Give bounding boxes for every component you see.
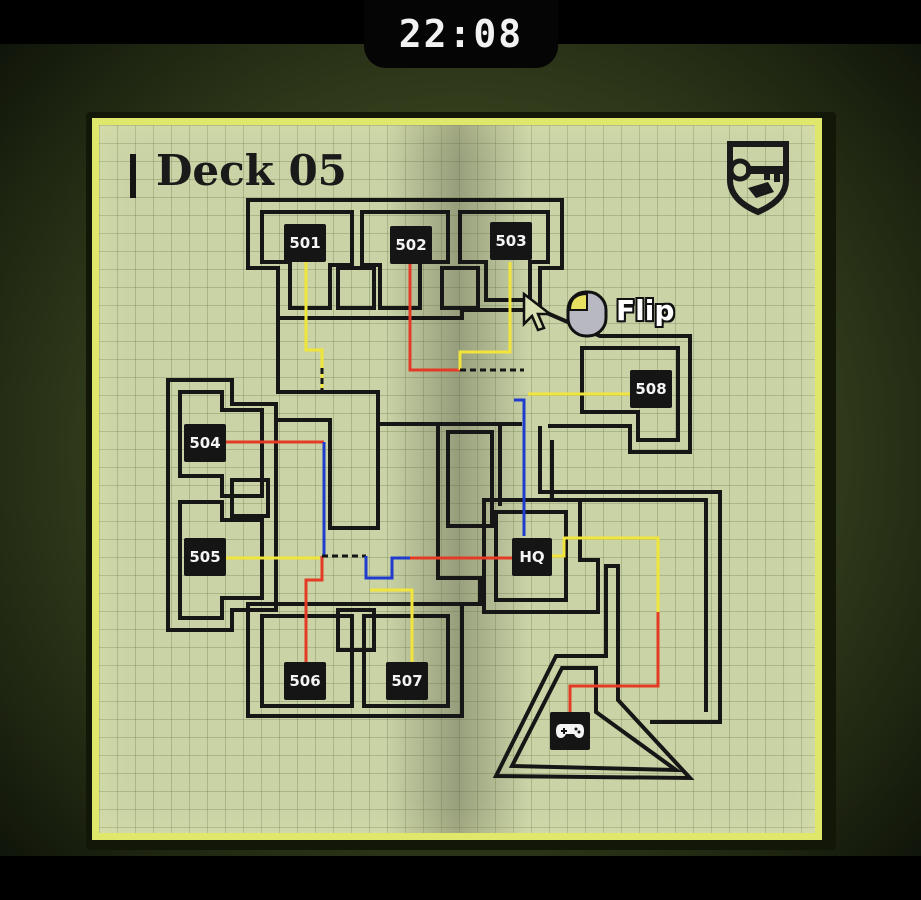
bottom-letterbox (0, 856, 921, 900)
gamepad-icon[interactable] (550, 712, 590, 750)
map-walls (166, 198, 722, 781)
clock-time: 22:08 (398, 12, 524, 56)
mouse-icon (566, 290, 608, 338)
keys-shield-icon (727, 141, 789, 216)
room-507[interactable]: 507 (386, 662, 428, 700)
map-wires (226, 262, 660, 712)
flip-hint-graphic (522, 290, 608, 338)
room-502[interactable]: 502 (390, 226, 432, 264)
flip-action-label: Flip (616, 294, 675, 327)
title-accent-bar (130, 154, 136, 198)
deck-title: Deck 05 (156, 146, 347, 195)
gamepad-glyph (556, 724, 584, 738)
room-503[interactable]: 503 (490, 222, 532, 260)
cursor-icon (522, 291, 554, 332)
room-501[interactable]: 501 (284, 224, 326, 262)
room-505[interactable]: 505 (184, 538, 226, 576)
room-hq[interactable]: HQ (512, 538, 552, 576)
room-508[interactable]: 508 (630, 370, 672, 408)
room-504[interactable]: 504 (184, 424, 226, 462)
room-506[interactable]: 506 (284, 662, 326, 700)
clock-panel: 22:08 (364, 0, 558, 68)
